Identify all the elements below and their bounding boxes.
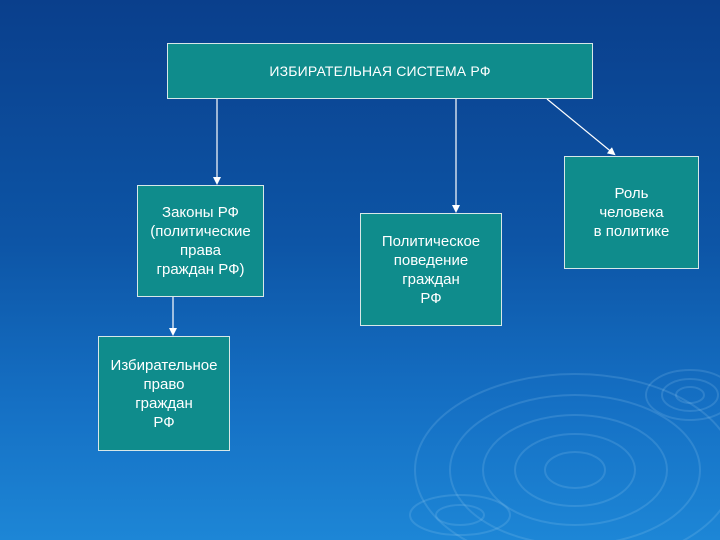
node-role-label: Роль человека в политике [593,185,670,240]
node-political-behavior-label: Политическое поведение граждан РФ [381,232,481,307]
root-node: ИЗБИРАТЕЛЬНАЯ СИСТЕМА РФ [167,43,593,99]
node-laws: Законы РФ (политические права граждан РФ… [137,185,264,297]
node-electoral-right: Избирательное право граждан РФ [98,336,230,451]
node-electoral-right-label: Избирательное право граждан РФ [110,356,218,431]
node-laws-label: Законы РФ (политические права граждан РФ… [150,204,251,278]
connector-root-role [546,98,616,156]
root-node-label: ИЗБИРАТЕЛЬНАЯ СИСТЕМА РФ [269,62,491,79]
node-political-behavior: Политическое поведение граждан РФ [360,213,502,326]
node-role: Роль человека в политике [564,156,699,269]
